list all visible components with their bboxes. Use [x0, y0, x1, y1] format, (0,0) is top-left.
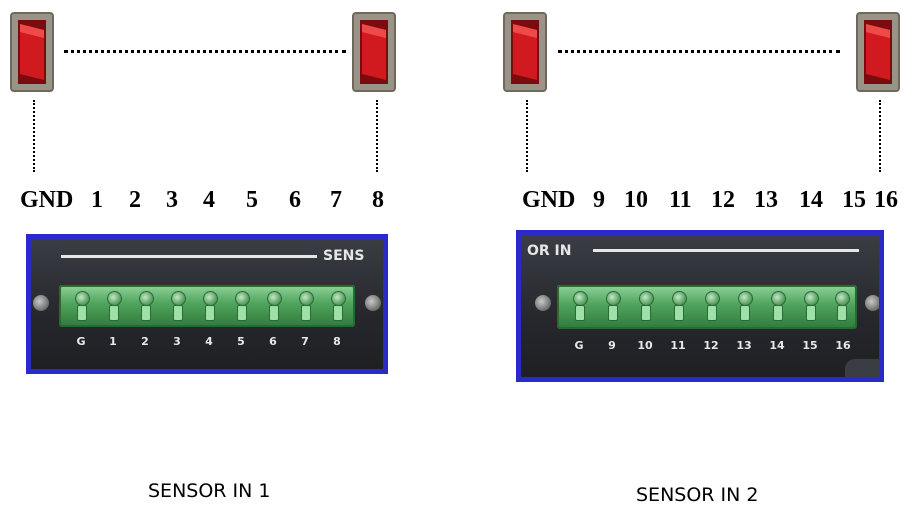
terminal-label: 13 — [736, 339, 752, 352]
pin-label: 6 — [289, 187, 301, 213]
terminal-label: G — [574, 339, 584, 352]
sensor-in-2-caption: SENSOR IN 2 — [636, 484, 759, 506]
board-silkscreen-text: OR IN — [527, 243, 572, 259]
pin-label: 9 — [593, 187, 605, 213]
pin-label: 3 — [166, 187, 178, 213]
terminal-label: 10 — [637, 339, 653, 352]
pin-label: 14 — [799, 187, 823, 213]
pin-label: 8 — [372, 187, 384, 213]
terminal-label: 1 — [109, 335, 117, 348]
terminal-label: G — [76, 335, 86, 348]
pin-label: 16 — [874, 187, 898, 213]
connection-dotted-line — [558, 50, 840, 53]
terminal-label: 6 — [269, 335, 277, 348]
silkscreen-line — [593, 249, 859, 252]
pin-label: 15 — [842, 187, 866, 213]
wire-dotted-line — [376, 100, 378, 172]
wire-dotted-line — [526, 100, 528, 172]
terminal-label: 8 — [333, 335, 341, 348]
pin-label: 10 — [624, 187, 648, 213]
terminal-board-panel: SENS G 1 2 3 4 5 6 7 8 — [26, 234, 388, 374]
sensor-switch-icon — [352, 12, 396, 92]
pin-label: 12 — [711, 187, 735, 213]
pin-label: 2 — [129, 187, 141, 213]
sensor-switch-icon — [503, 12, 547, 92]
terminal-label: 3 — [173, 335, 181, 348]
board-corner — [845, 359, 879, 377]
terminal-label: 14 — [769, 339, 785, 352]
terminal-label: 16 — [835, 339, 851, 352]
sensor-in-1-caption: SENSOR IN 1 — [148, 480, 271, 502]
pin-label: 7 — [330, 187, 342, 213]
pin-label: 5 — [246, 187, 258, 213]
terminal-label: 5 — [237, 335, 245, 348]
terminal-label: 2 — [141, 335, 149, 348]
screw-icon — [535, 295, 551, 311]
terminal-label: 9 — [608, 339, 616, 352]
terminal-label: 11 — [670, 339, 686, 352]
pin-label-gnd: GND — [20, 187, 74, 213]
sensor-switch-icon — [10, 12, 54, 92]
screw-icon — [865, 295, 879, 311]
sensor-switch-icon — [856, 12, 900, 92]
terminal-block-icon — [557, 285, 857, 329]
connection-dotted-line — [64, 50, 346, 53]
board-silkscreen-text: SENS — [323, 248, 365, 264]
pin-label-gnd: GND — [522, 187, 576, 213]
pin-label: 13 — [754, 187, 778, 213]
pin-label: 11 — [669, 187, 692, 213]
terminal-label: 4 — [205, 335, 213, 348]
terminal-board-panel: OR IN G 9 10 11 12 13 14 15 16 — [516, 230, 884, 382]
pin-label: 4 — [203, 187, 215, 213]
terminal-block-icon — [59, 285, 355, 327]
terminal-label: 15 — [802, 339, 818, 352]
screw-icon — [33, 295, 49, 311]
wire-dotted-line — [879, 100, 881, 172]
silkscreen-line — [61, 255, 317, 258]
wire-dotted-line — [33, 100, 35, 172]
terminal-label: 12 — [703, 339, 719, 352]
terminal-label: 7 — [301, 335, 309, 348]
pin-label: 1 — [91, 187, 103, 213]
screw-icon — [365, 295, 381, 311]
